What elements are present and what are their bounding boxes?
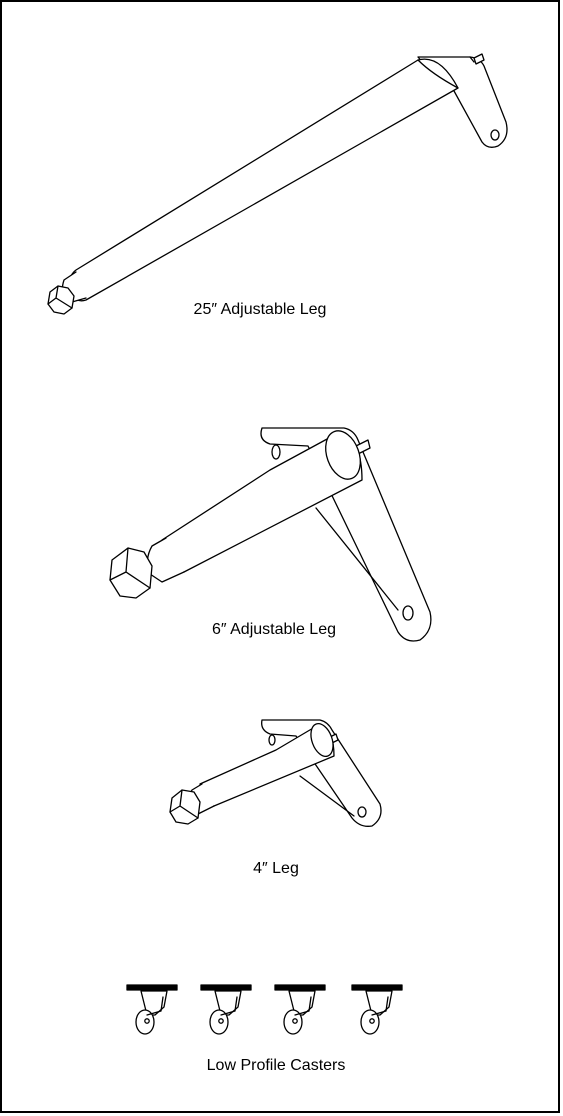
leg-4-drawing [169, 719, 382, 827]
leg-4-bracket [261, 719, 382, 827]
casters-drawing [126, 984, 403, 1035]
leg-25-stud [473, 53, 485, 65]
leg-25-drawing [47, 53, 508, 315]
leg-25-label: 25″ Adjustable Leg [193, 301, 327, 318]
leg-4-hex-foot [169, 789, 201, 825]
caster-1 [126, 984, 178, 1035]
caster-2 [200, 984, 252, 1035]
casters-label: Low Profile Casters [206, 1057, 346, 1074]
leg-6-label: 6″ Adjustable Leg [212, 621, 336, 638]
leg-6-bracket-hole-top [271, 444, 281, 460]
caster-4 [351, 984, 403, 1035]
leg-4-bracket-hole-bottom [357, 806, 367, 818]
caster-3 [274, 984, 326, 1035]
leg-4-bracket-hole-top [268, 734, 276, 746]
leg-25-tube [68, 58, 459, 302]
leg-25-bracket-hole [490, 129, 500, 141]
leg-6-hex-foot [109, 547, 153, 599]
leg-6-drawing [109, 427, 432, 642]
leg-4-label: 4″ Leg [253, 860, 299, 877]
leg-25-hex-foot [47, 285, 75, 315]
leg-6-bracket [260, 427, 432, 642]
leg-6-bracket-hole-bottom [402, 605, 414, 621]
